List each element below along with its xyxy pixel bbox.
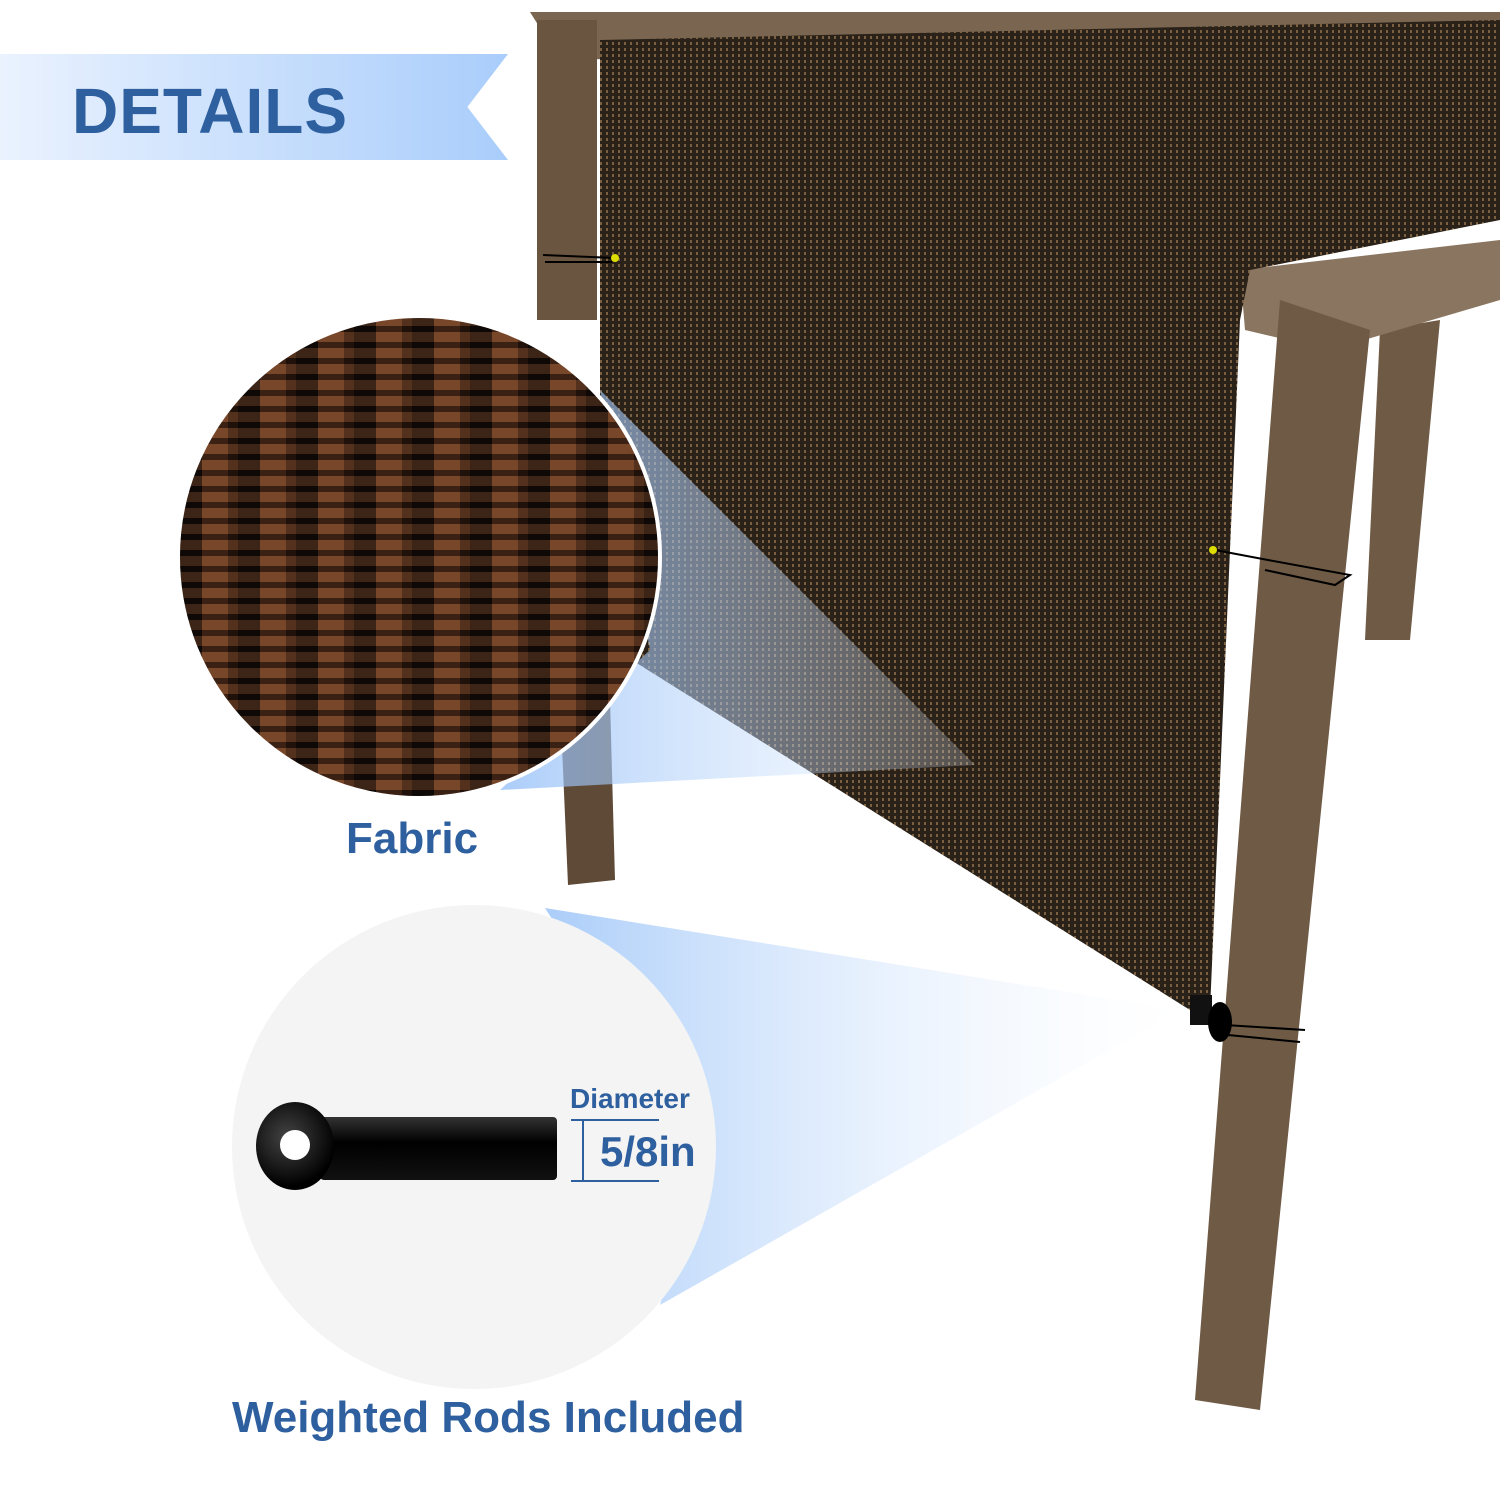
rod-end (1190, 995, 1232, 1042)
dimension-line-vertical (582, 1119, 584, 1181)
grommet (1209, 546, 1217, 554)
dimension-line-bottom (571, 1180, 659, 1182)
banner-title: DETAILS (72, 75, 349, 147)
dimension-line-top (571, 1119, 659, 1121)
diameter-label: Diameter (570, 1083, 690, 1114)
details-banner (0, 54, 508, 160)
shade-fabric (600, 20, 1500, 1010)
fabric-closeup-image (176, 314, 662, 800)
rod-eyelet-hole (280, 1130, 310, 1160)
weighted-rods-label: Weighted Rods Included (232, 1393, 745, 1442)
diameter-value: 5/8in (600, 1128, 696, 1175)
grommet (611, 254, 619, 262)
tie-cords (542, 254, 1353, 1043)
weighted-rod-image (320, 1117, 557, 1180)
fabric-label: Fabric (346, 814, 479, 863)
